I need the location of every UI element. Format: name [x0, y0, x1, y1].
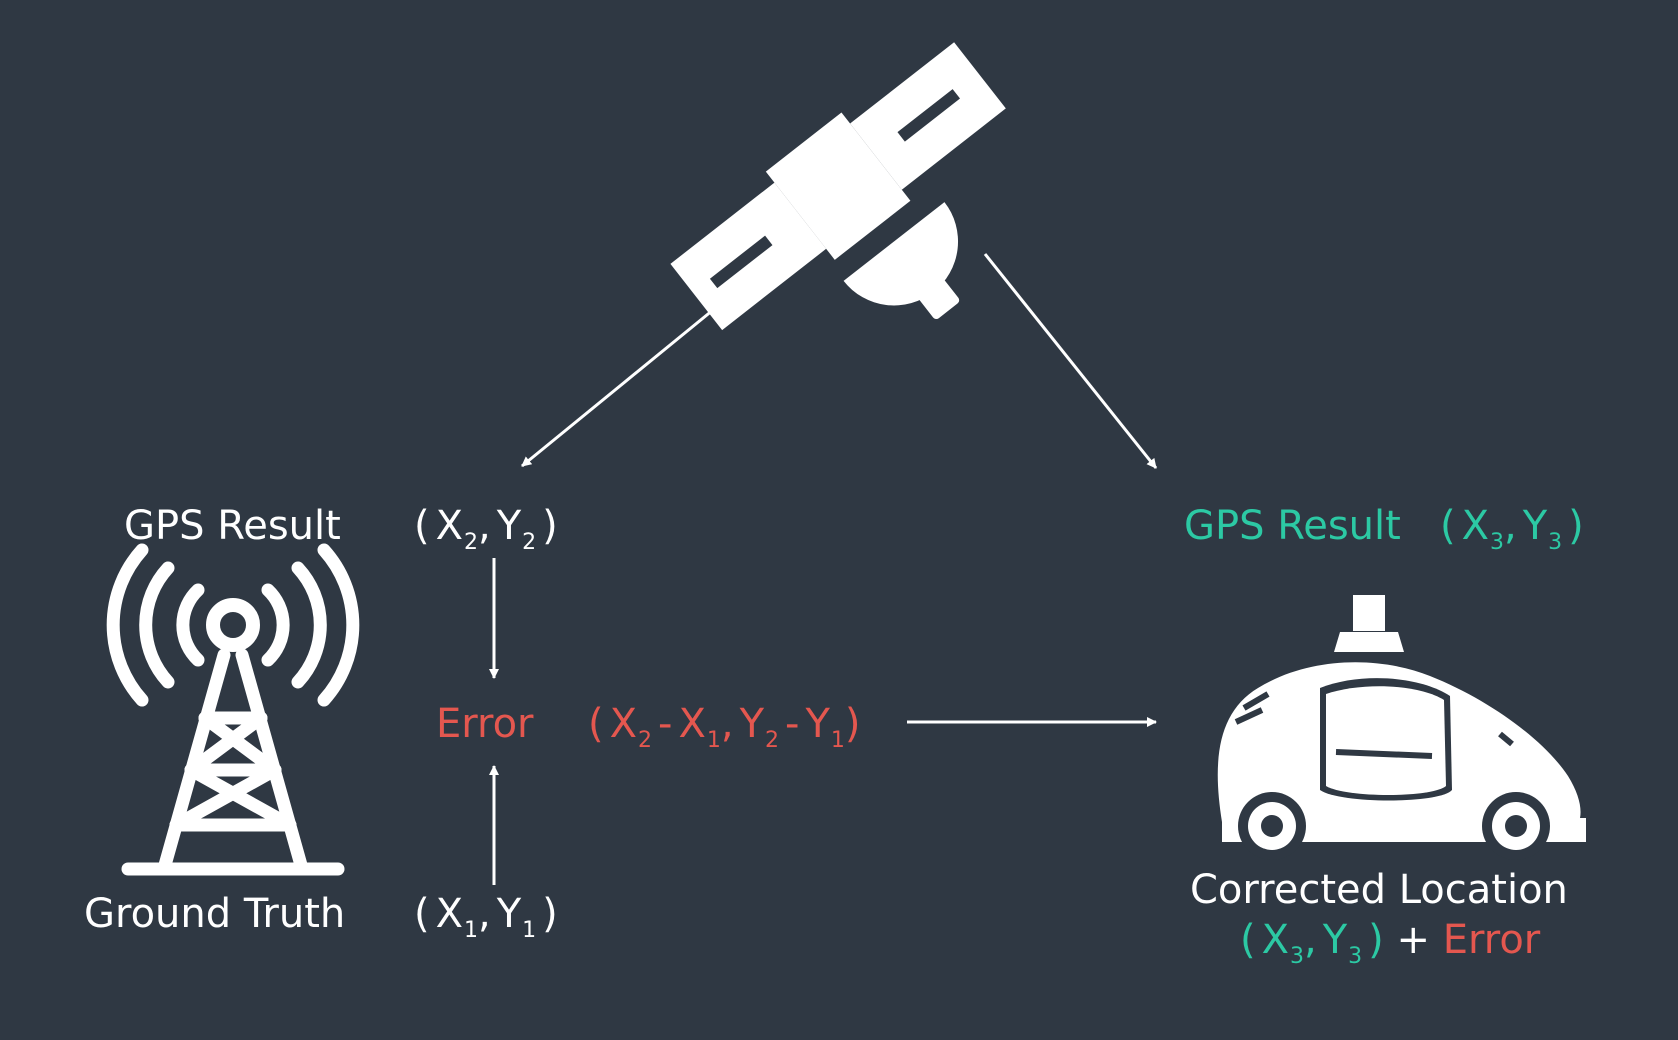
- error-label: Error: [436, 701, 534, 747]
- tower-gps-result-label: GPS Result: [124, 503, 341, 549]
- arrow-satellite-to-tower: [521, 290, 736, 468]
- ground-truth-coordinate: (X1,Y1): [414, 891, 558, 943]
- error-formula: (X2-X1,Y2-Y1): [588, 701, 861, 753]
- corrected-location-label: Corrected Location: [1190, 867, 1568, 913]
- ground-truth-label: Ground Truth: [84, 891, 346, 937]
- corrected-location-formula: (X3,Y3) + Error: [1240, 917, 1541, 969]
- satellite-icon: [670, 42, 1006, 331]
- car-gps-result-label: GPS Result: [1184, 503, 1401, 549]
- tower-gps-coordinate: (X2,Y2): [414, 503, 558, 555]
- car-gps-coordinate: (X3,Y3): [1440, 503, 1584, 555]
- arrow-satellite-to-car: [983, 253, 1158, 469]
- self-driving-car-icon: [1217, 595, 1586, 860]
- radio-tower-icon: [106, 543, 360, 876]
